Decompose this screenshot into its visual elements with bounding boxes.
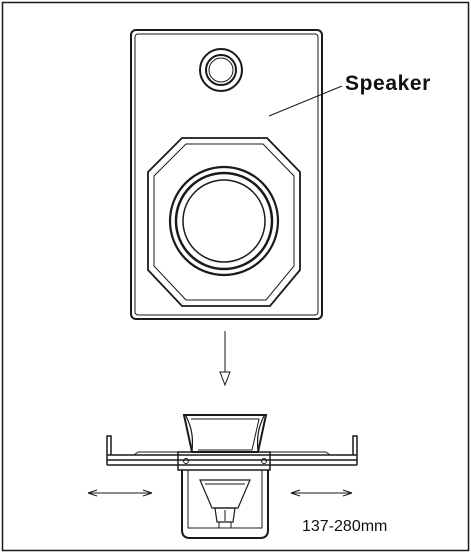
speaker-cabinet [130,29,323,320]
tweeter [199,48,243,92]
double-arrow-icon [87,489,153,497]
woofer-surround [147,137,301,307]
mount-range-label: 137-280mm [302,518,388,535]
speaker-label: Speaker [345,72,431,95]
double-arrow-icon [290,489,353,497]
stand-bracket [106,414,358,539]
speaker-leader-line [268,85,343,117]
arrow-down-icon [219,331,231,387]
woofer [168,165,280,277]
